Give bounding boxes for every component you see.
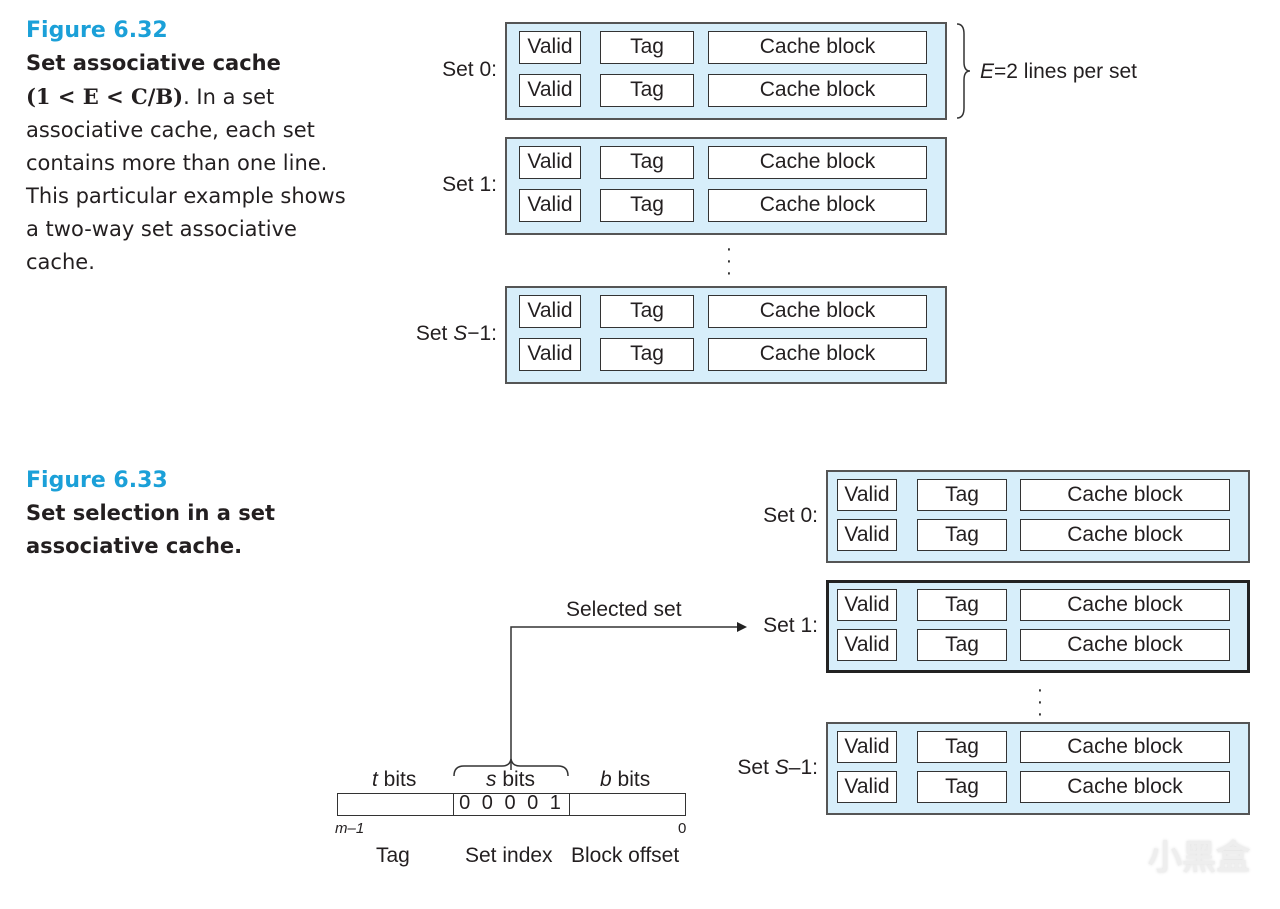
line-valid-field: Valid [519, 295, 581, 328]
figure-6-33-caption: Figure 6.33 Set selection in a set assoc… [26, 464, 316, 563]
line-tag-field: Tag [600, 338, 694, 371]
set-label: Set 1: [763, 614, 818, 638]
line-tag-field: Tag [600, 31, 694, 64]
line-block-field: Cache block [1020, 519, 1230, 551]
block-bits-label: b bits [600, 768, 650, 792]
bits-text: bits [611, 768, 651, 791]
block-offset-field-box [569, 793, 686, 816]
line-valid-field: Valid [519, 146, 581, 179]
set-label-part: 1: [800, 613, 818, 637]
line-tag-field: Tag [917, 629, 1007, 661]
set-index-field-name: Set index [465, 844, 553, 867]
line-block-field: Cache block [708, 74, 927, 107]
line-tag-field: Tag [917, 771, 1007, 803]
line-valid-field: Valid [837, 629, 897, 661]
set-label: Set 0: [442, 58, 497, 82]
inequality-math: (1 < E < C/B) [26, 84, 184, 109]
t-var: t [372, 768, 378, 791]
ellipsis-vertical: ··· [725, 238, 733, 284]
line-valid-field: Valid [519, 74, 581, 107]
line-valid-field: Valid [837, 731, 897, 763]
figure-6-32-caption: Figure 6.32 Set associative cache (1 < E… [26, 14, 346, 279]
line-block-field: Cache block [708, 146, 927, 179]
set-label-part: 0: [479, 58, 497, 81]
line-valid-field: Valid [519, 31, 581, 64]
line-tag-field: Tag [600, 146, 694, 179]
line-block-field: Cache block [1020, 771, 1230, 803]
selected-set-label: Selected set [566, 598, 682, 621]
figure-title: Set selection in a set associative cache… [26, 501, 275, 558]
figure-number: Figure 6.33 [26, 468, 168, 493]
line-valid-field: Valid [837, 771, 897, 803]
set-index-brace [453, 758, 569, 777]
bits-text: bits [377, 768, 417, 791]
tag-field-name: Tag [376, 844, 410, 867]
line-valid-field: Valid [837, 519, 897, 551]
figure-title: Set associative cache [26, 51, 281, 75]
figure-number: Figure 6.32 [26, 18, 168, 43]
line-block-field: Cache block [708, 295, 927, 328]
m-minus-1: m–1 [335, 820, 365, 837]
set-label-part: Set [763, 613, 801, 637]
set-label-part: S [453, 322, 468, 345]
line-tag-field: Tag [917, 519, 1007, 551]
s-var: s [486, 768, 497, 791]
line-valid-field: Valid [519, 338, 581, 371]
set-label-part: Set [442, 58, 480, 81]
line-valid-field: Valid [519, 189, 581, 222]
line-tag-field: Tag [917, 479, 1007, 511]
description-text: . In a set associative cache, each set c… [26, 85, 346, 274]
selected-set-arrow [510, 622, 747, 770]
low-bit-label: 0 [678, 820, 687, 837]
line-block-field: Cache block [708, 189, 927, 222]
set-label-part: –1: [788, 755, 818, 779]
line-count-brace [956, 23, 971, 119]
e-var: E [980, 60, 995, 83]
set-label: Set S–1: [737, 756, 818, 780]
tag-field-box [337, 793, 454, 816]
set-label-part: Set [763, 503, 801, 527]
set-label-part: 0: [800, 503, 818, 527]
line-valid-field: Valid [837, 589, 897, 621]
high-bit-label: m–1 [335, 820, 364, 837]
set-index-value: 0 0 0 0 1 [459, 792, 564, 814]
set-label-part: −1: [467, 322, 497, 345]
lines-per-set-text: =2 lines per set [994, 60, 1138, 83]
line-block-field: Cache block [1020, 731, 1230, 763]
set-label: Set S−1: [416, 322, 497, 346]
line-block-field: Cache block [1020, 629, 1230, 661]
b-var: b [600, 768, 612, 791]
bits-text: bits [496, 768, 536, 791]
set-bits-label: s bits [486, 768, 535, 792]
ellipsis-vertical: ··· [1036, 679, 1044, 725]
line-block-field: Cache block [708, 338, 927, 371]
set-label-part: Set [737, 755, 775, 779]
line-tag-field: Tag [600, 74, 694, 107]
set-label-part: Set [415, 322, 454, 345]
figure-description: (1 < E < C/B). In a set associative cach… [26, 80, 346, 279]
lines-per-set-label: E=2 lines per set [980, 60, 1137, 84]
line-tag-field: Tag [917, 731, 1007, 763]
set-label: Set 0: [763, 504, 818, 528]
block-offset-field-name: Block offset [571, 844, 680, 867]
set-index-field-box: 0 0 0 0 1 [453, 792, 570, 816]
line-block-field: Cache block [1020, 589, 1230, 621]
line-tag-field: Tag [600, 189, 694, 222]
set-label: Set 1: [442, 173, 497, 197]
tag-bits-label: t bits [372, 768, 416, 792]
line-tag-field: Tag [600, 295, 694, 328]
line-tag-field: Tag [917, 589, 1007, 621]
watermark-logo: 小黑盒 [1148, 839, 1250, 877]
set-label-part: S [774, 755, 789, 779]
set-label-part: Set [442, 173, 480, 196]
line-valid-field: Valid [837, 479, 897, 511]
line-block-field: Cache block [1020, 479, 1230, 511]
line-block-field: Cache block [708, 31, 927, 64]
set-label-part: 1: [479, 173, 497, 196]
